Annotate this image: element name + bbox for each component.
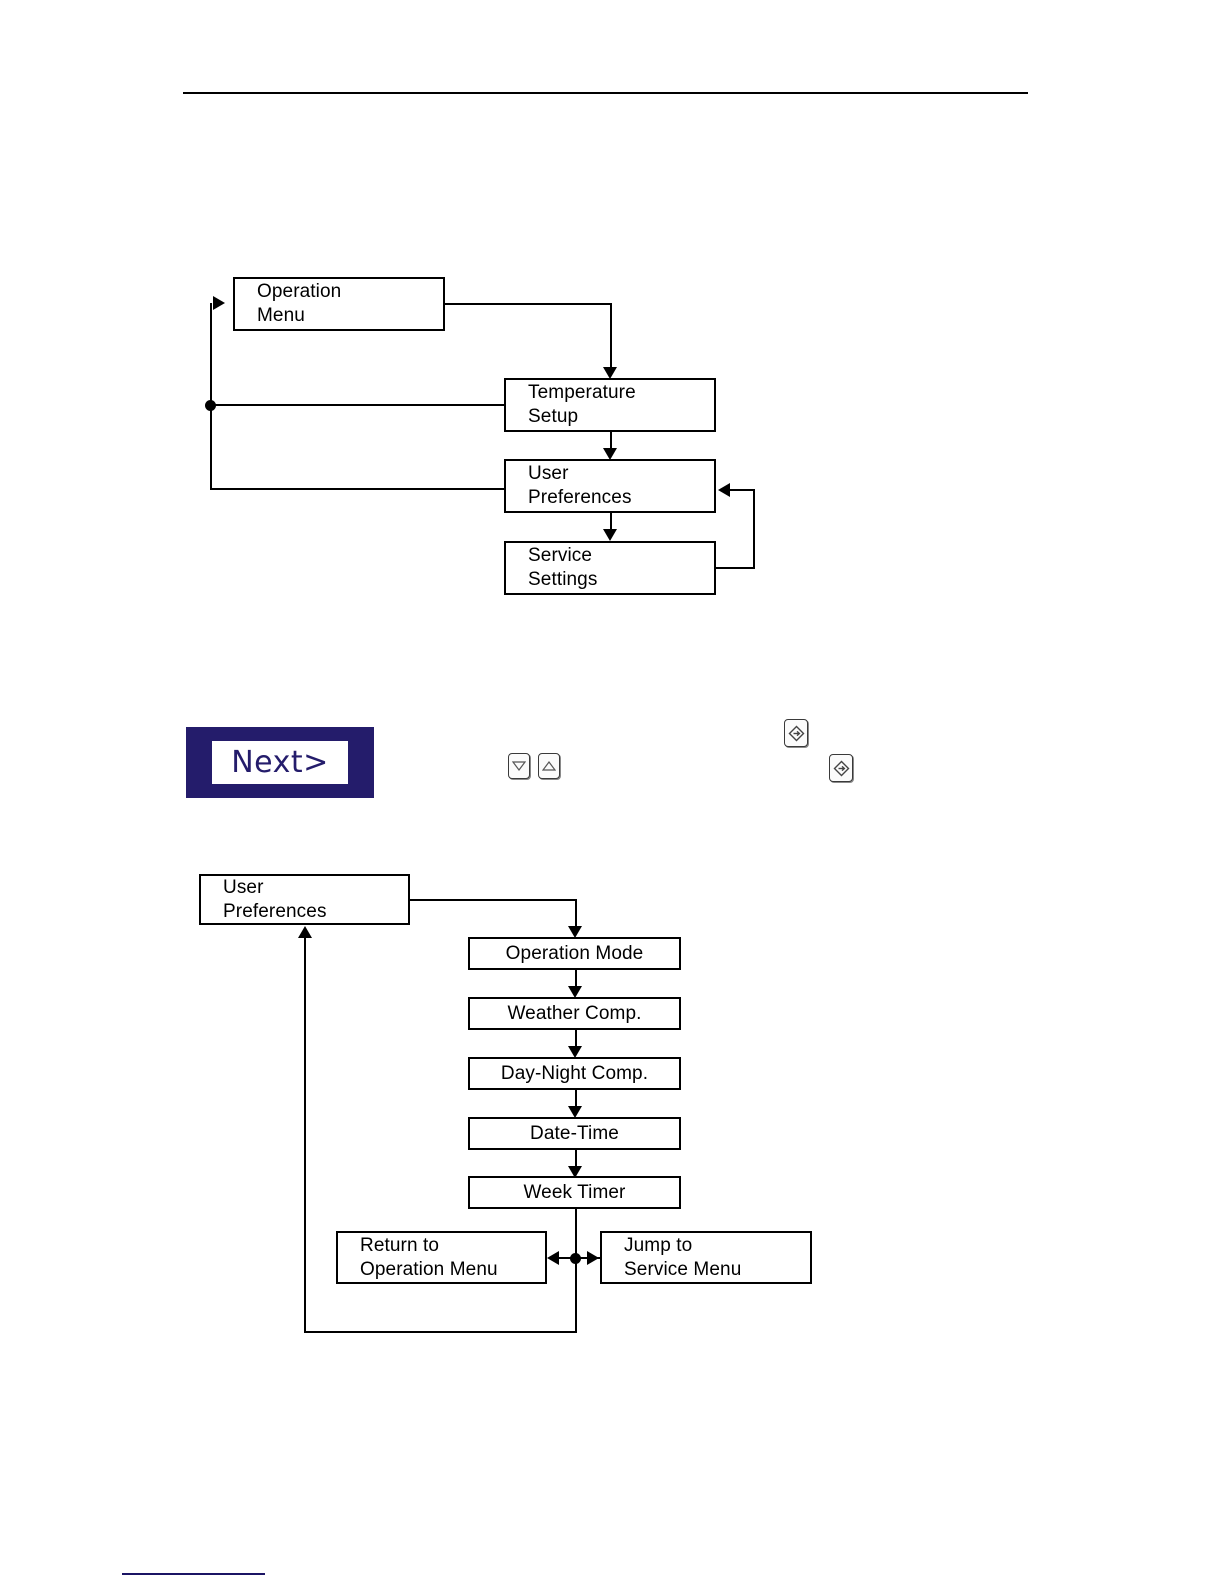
node-operation-menu-label: Operation Menu — [257, 281, 342, 326]
enter-button-top[interactable] — [784, 719, 808, 747]
arrowhead-into-date-time — [568, 1106, 582, 1118]
node-weather-comp-label: Weather Comp. — [507, 1002, 642, 1024]
node-day-night-comp-label: Day-Night Comp. — [500, 1062, 649, 1084]
node-operation-mode[interactable]: Operation Mode — [468, 937, 681, 970]
arrowhead-into-temperature-setup — [603, 367, 617, 379]
connector-temperature-to-user-v — [610, 431, 612, 453]
diamond-enter-icon — [833, 760, 850, 777]
up-button[interactable] — [538, 753, 560, 779]
arrowhead-into-day-night-comp — [568, 1046, 582, 1058]
connector-service-loop-bottom — [716, 567, 755, 569]
connector-user-to-spine — [210, 488, 504, 490]
connector-root-to-first-v — [575, 899, 577, 932]
connector-datetime-to-weektimer-v — [575, 1150, 577, 1170]
node-temperature-setup-label: Temperature Setup — [528, 382, 636, 427]
diamond-enter-icon — [788, 725, 805, 742]
node-return-to-operation-menu[interactable]: Return to Operation Menu — [336, 1231, 547, 1284]
connector-operation-mode-to-weather-v — [575, 970, 577, 990]
connector-operation-to-temperature-v — [610, 303, 612, 371]
node-date-time-label: Date-Time — [530, 1122, 619, 1144]
triangle-down-icon — [512, 761, 526, 771]
connector-temperature-to-spine — [211, 404, 504, 406]
arrowhead-into-user-preferences-right — [718, 483, 730, 497]
return-path-horizontal — [304, 1331, 577, 1333]
return-path-vertical — [304, 938, 306, 1333]
enter-button-bottom[interactable] — [829, 754, 853, 782]
node-weather-comp[interactable]: Weather Comp. — [468, 997, 681, 1030]
node-service-settings[interactable]: Service Settings — [504, 541, 716, 595]
return-spine-vertical — [210, 303, 212, 490]
exit-spine-vertical — [575, 1209, 577, 1333]
node-user-preferences-root-label: User Preferences — [223, 876, 327, 922]
node-user-preferences-root[interactable]: User Preferences — [199, 874, 410, 925]
arrowhead-into-weather-comp — [568, 986, 582, 998]
arrowhead-into-operation-mode — [568, 926, 582, 938]
connector-service-loop-top — [730, 489, 755, 491]
arrowhead-into-jump-to-service-menu — [587, 1251, 599, 1265]
node-user-preferences[interactable]: User Preferences — [504, 459, 716, 513]
node-return-to-operation-menu-label: Return to Operation Menu — [360, 1234, 498, 1280]
node-week-timer[interactable]: Week Timer — [468, 1176, 681, 1209]
connector-spine-to-return-box — [549, 1257, 577, 1259]
junction-dot-exit-row — [570, 1253, 581, 1264]
down-button[interactable] — [508, 753, 530, 779]
connector-daynight-to-datetime-v — [575, 1090, 577, 1110]
arrowhead-into-user-preferences-bottom — [298, 926, 312, 938]
connector-service-loop-vertical — [753, 490, 755, 569]
footnote-separator-rule — [122, 1573, 265, 1575]
arrowhead-into-week-timer — [568, 1166, 582, 1178]
arrowhead-into-user-preferences-top — [603, 448, 617, 460]
lcd-display-next: Next> — [186, 727, 374, 798]
connector-operation-to-temperature-h — [445, 303, 612, 305]
connector-weather-to-daynight-v — [575, 1030, 577, 1050]
connector-root-to-first-h — [410, 899, 577, 901]
node-operation-mode-label: Operation Mode — [505, 942, 644, 964]
node-temperature-setup[interactable]: Temperature Setup — [504, 378, 716, 432]
page-header-rule — [183, 92, 1028, 94]
node-jump-to-service-menu[interactable]: Jump to Service Menu — [600, 1231, 812, 1284]
arrowhead-into-return-to-operation-menu — [547, 1251, 559, 1265]
node-service-settings-label: Service Settings — [528, 545, 598, 590]
node-week-timer-label: Week Timer — [523, 1181, 626, 1203]
node-date-time[interactable]: Date-Time — [468, 1117, 681, 1150]
arrowhead-into-operation-menu — [213, 296, 225, 310]
arrowhead-into-service-settings — [603, 529, 617, 541]
connector-user-to-service-v — [610, 512, 612, 534]
node-jump-to-service-menu-label: Jump to Service Menu — [624, 1234, 742, 1280]
node-operation-menu[interactable]: Operation Menu — [233, 277, 445, 331]
lcd-inner-panel: Next> — [212, 741, 348, 784]
triangle-up-icon — [542, 761, 556, 771]
junction-dot-temperature — [205, 400, 216, 411]
lcd-display-text: Next> — [231, 744, 329, 780]
node-day-night-comp[interactable]: Day-Night Comp. — [468, 1057, 681, 1090]
node-user-preferences-label: User Preferences — [528, 463, 632, 508]
